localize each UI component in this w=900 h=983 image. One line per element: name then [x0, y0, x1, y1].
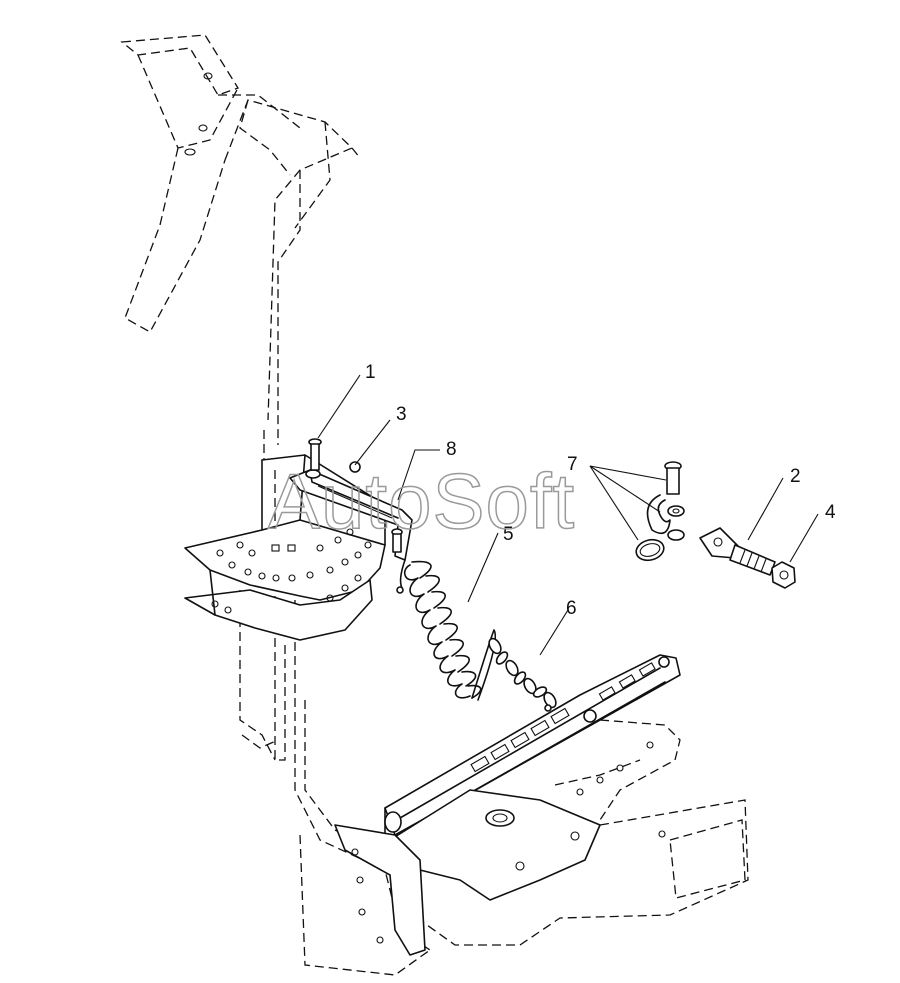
spring-part-5 [396, 559, 497, 701]
callout-1: 1 [365, 362, 376, 383]
pin-assembly-part-7 [635, 461, 685, 562]
watermark-text: AutoSoft [268, 457, 575, 545]
callout-6: 6 [566, 598, 577, 619]
callout-3: 3 [396, 404, 407, 425]
callout-5: 5 [503, 524, 514, 545]
adjusting-bolt-part-2 [699, 527, 776, 576]
leader-lines [317, 374, 819, 656]
sector-plate [184, 454, 386, 641]
lower-frame [389, 719, 749, 946]
sector-holes [211, 528, 372, 614]
lever-tip-bolt [391, 528, 403, 553]
callout-7: 7 [567, 454, 578, 475]
nut-part-4 [771, 561, 796, 589]
bolt-part-1 [308, 438, 322, 471]
callout-4: 4 [825, 502, 836, 523]
callout-labels: 1 2 3 4 5 6 7 8 [365, 362, 836, 619]
callout-2: 2 [790, 466, 801, 487]
main-bracket [334, 824, 426, 956]
callout-8: 8 [446, 439, 457, 460]
draw-bar-slots [470, 662, 656, 773]
chain-part-6 [488, 637, 557, 712]
